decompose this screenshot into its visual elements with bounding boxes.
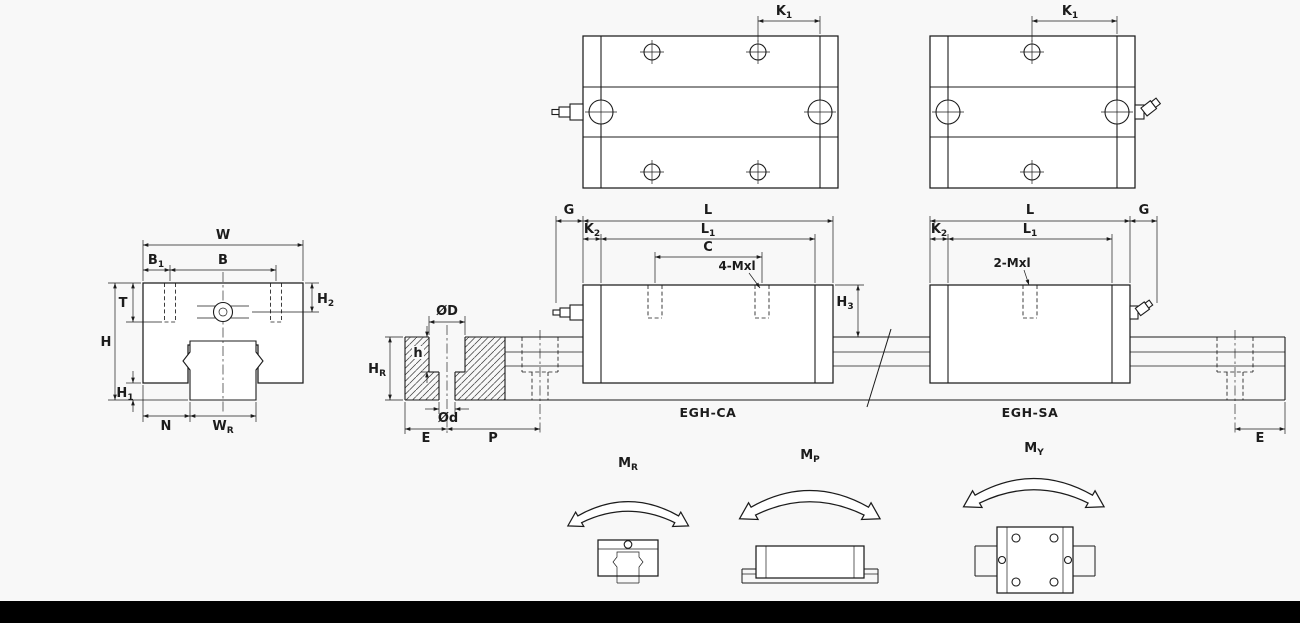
dim-label-k1: K1 [776, 4, 792, 21]
rail-break-line [866, 328, 892, 408]
dim-label-hr: HR [368, 362, 386, 379]
dim-label-h3: H3 [836, 295, 853, 312]
counterbore-outline [428, 337, 466, 400]
dim-label-w: W [216, 228, 230, 243]
dim-label-l1-ca: L1 [701, 222, 716, 239]
top-view-block-sa: K1 [929, 4, 1162, 189]
grease-nipple-side-right-icon [1129, 299, 1154, 320]
side-view-block-ca: G L K2 L1 C 4-Mxl H3 EGH-CA [552, 203, 864, 420]
model-caption-sa: EGH-SA [1002, 405, 1059, 420]
model-caption-ca: EGH-CA [680, 405, 737, 420]
grease-nipple-left-icon [551, 103, 584, 121]
dim-label-n: N [161, 419, 172, 434]
thread-holes-side-ca [647, 285, 770, 319]
callout-two-bolt: 2-Mxl [993, 256, 1030, 270]
mounting-holes-ca [640, 40, 770, 184]
dim-label-e-right: E [1256, 431, 1265, 446]
dim-label-k1-sa: K1 [1062, 4, 1078, 21]
dim-label-c: C [703, 240, 713, 255]
thread-hole-side-sa [1022, 285, 1038, 319]
dim-label-b1: B1 [148, 253, 164, 270]
moment-my: MY [962, 441, 1105, 594]
dim-label-t: T [119, 296, 128, 311]
moment-mr-part [597, 539, 659, 584]
dim-label-h: H [101, 335, 112, 350]
thread-holes-section [164, 283, 282, 323]
moment-label-my: MY [1024, 441, 1044, 458]
dim-label-hole-depth: h [413, 346, 422, 361]
dim-label-h1: H1 [116, 386, 133, 403]
dim-k1-ca: K1 [757, 4, 821, 42]
dim-label-l-ca: L [704, 203, 712, 218]
footer-bar [0, 601, 1300, 623]
rail-hole-detail: ØD h HR Ød E P [368, 304, 540, 446]
dim-label-g-left: G [564, 203, 575, 218]
callout-four-bolt: 4-Mxl [718, 259, 755, 273]
moment-label-mr: MR [618, 456, 638, 473]
moment-label-mp: MP [800, 448, 820, 465]
rail-hole-hidden-right [1216, 330, 1254, 434]
end-cap-ports-ca [585, 96, 836, 128]
dim-label-b: B [218, 253, 228, 268]
grease-nipple-right-icon [1134, 97, 1162, 120]
moment-my-part [974, 526, 1096, 594]
end-cap-ports-sa [932, 96, 1133, 128]
rail-hole-hidden-left [521, 330, 559, 434]
dim-label-od: ØD [436, 304, 458, 319]
dim-label-l1-sa: L1 [1023, 222, 1038, 239]
dim-label-h2: H2 [317, 292, 334, 309]
dim-label-p: P [488, 431, 498, 446]
dim-label-k2-sa: K2 [931, 222, 947, 239]
grease-port-section [197, 301, 249, 323]
dim-label-e-left: E [422, 431, 431, 446]
dim-label-g-right: G [1139, 203, 1150, 218]
grease-nipple-side-left-icon [552, 304, 584, 321]
moment-mp-part [741, 545, 879, 584]
moment-mr: MR [567, 456, 690, 584]
dim-label-l-sa: L [1026, 203, 1034, 218]
dim-k1-sa: K1 [1031, 4, 1118, 42]
top-view-block-ca: K1 [551, 4, 839, 189]
side-view-block-sa: L G K2 L1 2-Mxl EGH-SA [929, 203, 1158, 420]
dim-label-k2-ca: K2 [584, 222, 600, 239]
dim-label-od-small: Ød [438, 411, 458, 426]
cross-section-view: W B1 B T H H1 H2 N WR [101, 228, 335, 436]
dim-label-wr: WR [212, 419, 233, 436]
moment-mp: MP [738, 448, 881, 584]
mounting-holes-sa [1020, 40, 1044, 184]
